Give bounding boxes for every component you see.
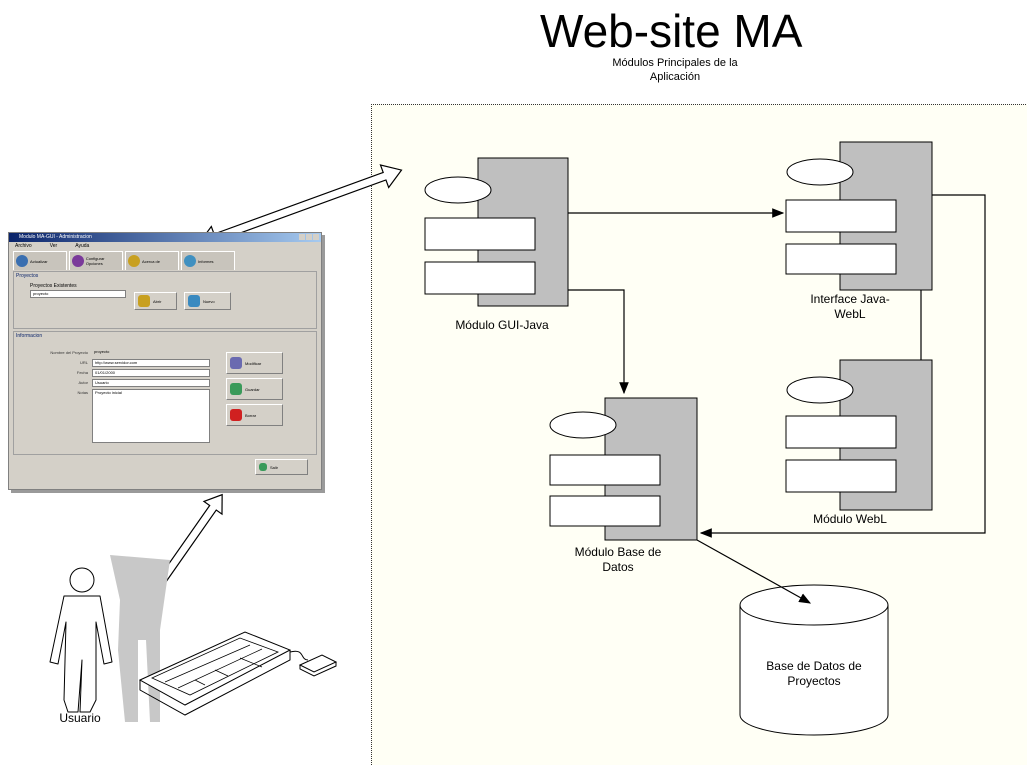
- projects-section-label: Proyectos: [16, 273, 39, 279]
- exit-icon: [259, 463, 267, 471]
- tab-configurar[interactable]: Configurar Opciones: [69, 251, 123, 270]
- label-database-line-2: Proyectos: [787, 674, 841, 688]
- modify-label: Modificar: [245, 360, 262, 366]
- module-gui-java-shape: [424, 157, 569, 307]
- label-base-datos-line-1: Módulo Base de: [574, 545, 662, 559]
- mouse-icon: [298, 654, 338, 677]
- close-icon[interactable]: [313, 234, 319, 240]
- app-tabs: Actualizar Configurar Opciones Acerca de…: [13, 251, 235, 270]
- new-icon: [188, 295, 200, 307]
- tab-actualizar[interactable]: Actualizar: [13, 251, 67, 270]
- info-panel: Informacion Nombre del Proyecto proyecto…: [13, 331, 317, 455]
- keyboard-icon: [138, 631, 292, 716]
- field-label: Notas: [77, 390, 88, 395]
- field-label: Fecha: [76, 370, 88, 375]
- open-project-button[interactable]: Abrir: [134, 292, 177, 310]
- info-icon: [128, 255, 140, 267]
- exit-button[interactable]: Salir: [255, 459, 308, 475]
- label-database-line-1: Base de Datos de: [766, 659, 862, 673]
- author-input[interactable]: Usuario: [92, 379, 210, 387]
- app-window-thumbnail: Modulo MA-GUI - Administracion Archivo V…: [8, 232, 322, 490]
- open-label: Abrir: [153, 298, 162, 304]
- arrow-base-datos-to-database: [696, 539, 812, 604]
- delete-label: Borrar: [245, 412, 257, 418]
- label-interface: Interface Java- WebL: [780, 292, 920, 322]
- url-input[interactable]: http://www.servidor.com: [92, 359, 210, 367]
- tab-label: Acerca de: [142, 258, 161, 264]
- menu-ver[interactable]: Ver: [49, 243, 58, 249]
- save-button[interactable]: Guardar: [226, 378, 283, 400]
- app-title: Modulo MA-GUI - Administracion: [19, 234, 92, 240]
- date-input[interactable]: 01/01/2000: [92, 369, 210, 377]
- maximize-icon[interactable]: [306, 234, 312, 240]
- projects-dropdown[interactable]: proyecto: [30, 290, 126, 298]
- diagram-subtitle: Módulos Principales de la Aplicación: [570, 56, 780, 84]
- field-label: Autor: [78, 380, 88, 385]
- label-user: Usuario: [59, 711, 101, 725]
- window-controls: [299, 234, 319, 240]
- label-base-datos: Módulo Base de Datos: [548, 545, 688, 575]
- dropdown-label: Proyectos Existentes: [30, 283, 77, 289]
- label-webl: Módulo WebL: [813, 512, 887, 526]
- update-icon: [16, 255, 28, 267]
- save-icon: [230, 383, 242, 395]
- tab-label: Informes: [198, 258, 214, 264]
- tab-label: Configurar Opciones: [85, 256, 105, 266]
- edit-icon: [230, 357, 242, 369]
- label-database: Base de Datos de Proyectos: [744, 659, 884, 689]
- info-section-label: Informacion: [16, 333, 43, 339]
- module-base-datos-shape: [549, 397, 698, 541]
- notes-textarea[interactable]: Proyecto inicial: [92, 389, 210, 443]
- app-menubar: Archivo Ver Ayuda: [9, 242, 321, 250]
- mouse-cable: [289, 650, 309, 661]
- subtitle-line-2: Aplicación: [649, 71, 701, 83]
- open-icon: [138, 295, 150, 307]
- field-label: URL: [79, 360, 88, 365]
- tab-label: Actualizar: [30, 258, 48, 264]
- module-webl-shape: [785, 359, 933, 511]
- module-interface-shape: [785, 141, 933, 291]
- save-label: Guardar: [245, 386, 260, 392]
- new-project-button[interactable]: Nuevo: [184, 292, 231, 310]
- project-name-value: proyecto: [94, 349, 110, 354]
- arrow-gui-to-base-datos: [568, 289, 629, 395]
- tab-informes[interactable]: Informes: [181, 251, 235, 270]
- arrow-interface-to-base-datos: [699, 194, 986, 538]
- field-label: Nombre del Proyecto: [50, 350, 88, 355]
- modify-button[interactable]: Modificar: [226, 352, 283, 374]
- new-label: Nuevo: [203, 298, 215, 304]
- database-cylinder: [739, 584, 889, 736]
- label-gui-java: Módulo GUI-Java: [455, 318, 549, 332]
- menu-archivo[interactable]: Archivo: [15, 243, 32, 249]
- exit-label: Salir: [270, 464, 279, 470]
- app-titlebar: Modulo MA-GUI - Administracion: [9, 233, 321, 242]
- label-interface-line-2: WebL: [834, 307, 866, 321]
- delete-button[interactable]: Borrar: [226, 404, 283, 426]
- tab-acerca[interactable]: Acerca de: [125, 251, 179, 270]
- menu-ayuda[interactable]: Ayuda: [75, 243, 90, 249]
- subtitle-line-1: Módulos Principales de la: [612, 57, 738, 69]
- label-interface-line-1: Interface Java-: [810, 292, 890, 306]
- diagram-title: Web-site MA: [540, 5, 803, 57]
- projects-panel: Proyectos Proyectos Existentes proyecto …: [13, 271, 317, 329]
- delete-icon: [230, 409, 242, 421]
- minimize-icon[interactable]: [299, 234, 305, 240]
- dropdown-value: proyecto: [33, 291, 49, 296]
- label-base-datos-line-2: Datos: [602, 560, 634, 574]
- settings-icon: [72, 255, 84, 267]
- report-icon: [184, 255, 196, 267]
